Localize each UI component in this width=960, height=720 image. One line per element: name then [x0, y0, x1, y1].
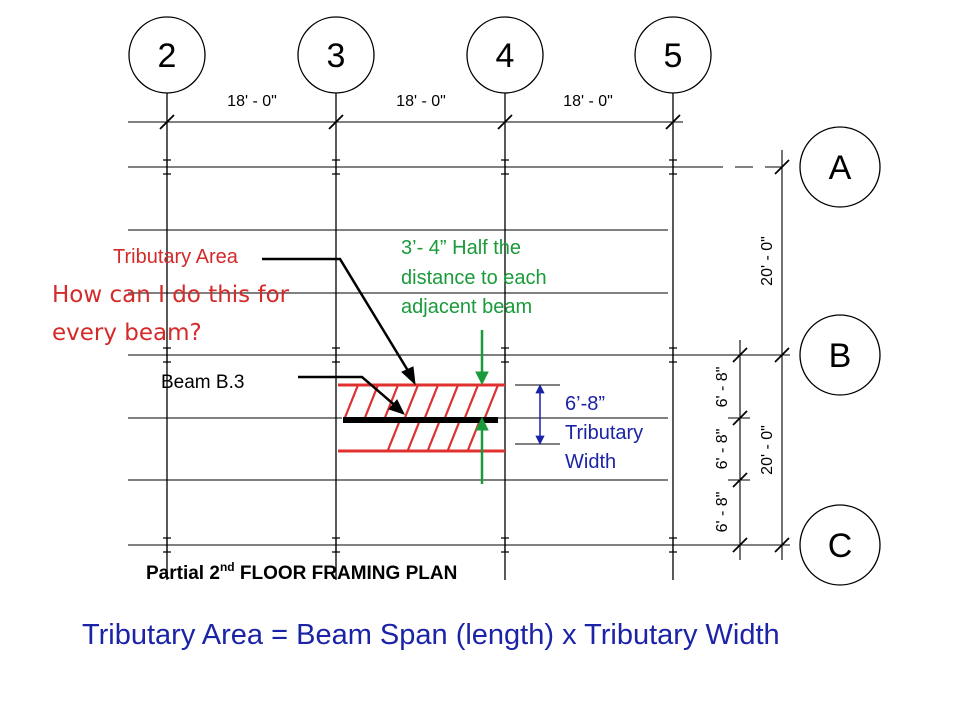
tributary-area-leader	[262, 257, 416, 386]
column-markers	[163, 159, 677, 553]
grid-bubble-5	[634, 16, 712, 94]
grid-bubble-4	[466, 16, 544, 94]
arrow-head-icon	[388, 399, 405, 415]
arrow-down-icon	[535, 435, 545, 445]
column-label-2: 2	[158, 37, 177, 75]
question-line-1: How can I do this for	[52, 282, 290, 308]
tributary-area-label: Tributary Area	[113, 246, 239, 268]
question-line-2: every beam?	[52, 320, 202, 346]
tributary-area	[338, 383, 505, 453]
grid-bubble-c	[799, 504, 881, 586]
arrow-up-icon	[535, 384, 545, 394]
column-bubbles	[128, 16, 712, 94]
row-spacing-b-c: 20' - 0"	[759, 425, 776, 475]
column-spacing-3-4: 18' - 0"	[396, 93, 446, 110]
grid-bubble-a	[799, 126, 881, 208]
half-distance-line-2: distance to each	[401, 267, 547, 289]
column-marker	[332, 537, 340, 553]
column-marker	[501, 159, 509, 175]
row-bubbles	[799, 126, 881, 586]
row-label-a: A	[829, 149, 852, 187]
column-label-5: 5	[664, 37, 683, 75]
row-label-b: B	[829, 337, 852, 375]
tributary-width-line-2: Tributary	[565, 422, 643, 444]
column-marker	[163, 537, 171, 553]
tributary-area-formula: Tributary Area = Beam Span (length) x Tr…	[82, 619, 780, 651]
column-marker	[501, 537, 509, 553]
tributary-width-value: 6’-8”	[565, 393, 605, 415]
plan-title-superscript: nd	[220, 560, 235, 574]
beam-lines	[128, 121, 790, 546]
column-grid-lines	[166, 93, 674, 580]
plan-title: Partial 2nd FLOOR FRAMING PLAN	[146, 560, 457, 584]
tributary-area-hatching	[342, 384, 500, 451]
grid-bubble-3	[297, 16, 375, 94]
tributary-width-dimension	[515, 384, 560, 445]
half-distance-line-1: 3’- 4” Half the	[401, 237, 521, 259]
half-distance-line-3: adjacent beam	[401, 296, 532, 318]
grid-bubble-2	[128, 16, 206, 94]
arrow-up-icon	[475, 416, 489, 431]
top-dimension-ticks	[159, 114, 681, 130]
half-distance-arrows	[475, 330, 489, 484]
tributary-width-arrow	[535, 384, 545, 445]
column-marker	[332, 159, 340, 175]
beam-spacing-1: 6' - 8"	[714, 367, 731, 408]
arrow-head-icon	[401, 366, 416, 386]
tributary-width-line-3: Width	[565, 451, 616, 473]
column-marker	[332, 347, 340, 363]
column-marker	[669, 347, 677, 363]
column-spacing-4-5: 18' - 0"	[563, 93, 613, 110]
beam-b3-leader	[298, 375, 405, 415]
right-dimension-ticks	[732, 159, 790, 553]
beam-spacing-3: 6' - 8"	[714, 492, 731, 533]
column-marker	[669, 537, 677, 553]
column-marker	[501, 347, 509, 363]
row-label-c: C	[828, 527, 853, 565]
grid-bubble-b	[799, 314, 881, 396]
plan-title-prefix: Partial 2	[146, 563, 220, 584]
beam-b3-label: Beam B.3	[161, 372, 244, 393]
row-spacing-a-b: 20' - 0"	[759, 236, 776, 286]
arrow-down-icon	[475, 371, 489, 386]
beam-spacing-2: 6' - 8"	[714, 429, 731, 470]
column-marker	[163, 347, 171, 363]
plan-title-suffix: FLOOR FRAMING PLAN	[235, 563, 458, 584]
column-marker	[669, 159, 677, 175]
column-label-3: 3	[327, 37, 346, 75]
column-marker	[163, 159, 171, 175]
column-label-4: 4	[496, 37, 515, 75]
column-spacing-2-3: 18' - 0"	[227, 93, 277, 110]
